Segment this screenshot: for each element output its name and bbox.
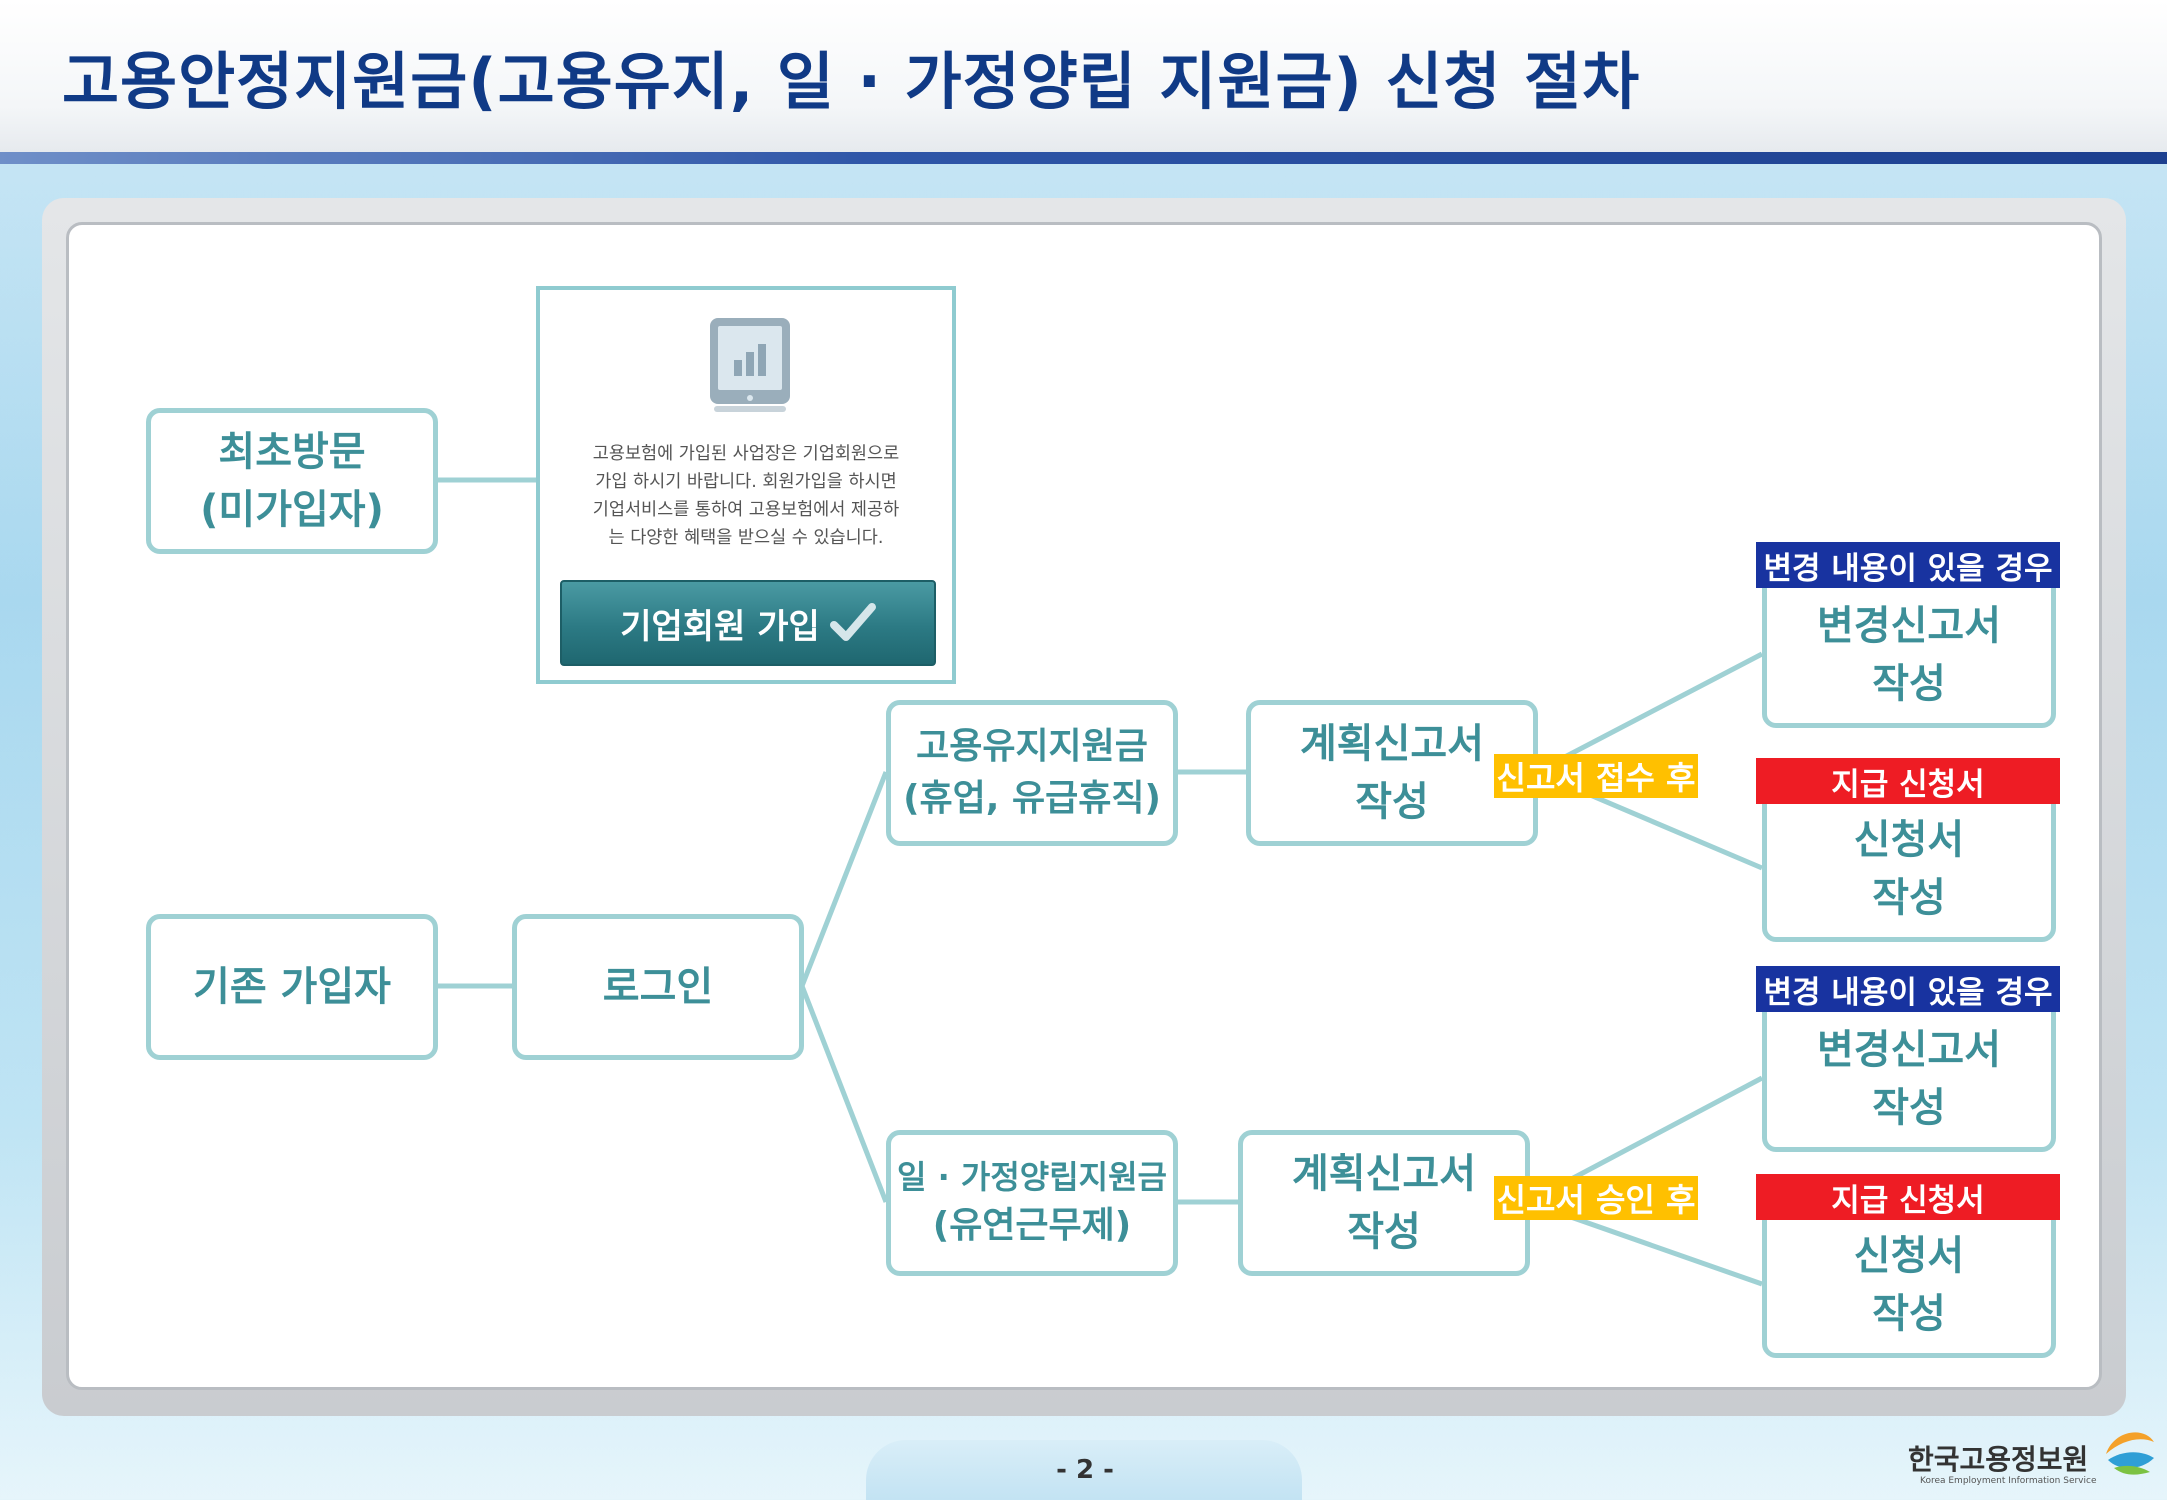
page-title: 고용안정지원금(고용유지, 일 · 가정양립 지원금) 신청 절차 bbox=[62, 45, 1641, 118]
plan-report-top-sublabel: 작성 bbox=[1355, 779, 1429, 825]
payment-application-top-label: 신청서 bbox=[1853, 817, 1965, 863]
first-visit-node: 최초방문 (미가입자) bbox=[146, 408, 438, 554]
logo-text: 한국고용정보원 bbox=[1908, 1443, 2089, 1476]
corporate-join-button[interactable]: 기업회원 가입 bbox=[560, 580, 936, 666]
tag-if-changes-bottom: 변경 내용이 있을 경우 bbox=[1756, 966, 2060, 1012]
first-visit-sublabel: (미가입자) bbox=[200, 487, 384, 533]
tag-if-changes-top: 변경 내용이 있을 경우 bbox=[1756, 542, 2060, 588]
join-description-line: 는 다양한 혜택을 받으실 수 있습니다. bbox=[608, 528, 884, 548]
change-report-top-sublabel: 작성 bbox=[1872, 661, 1946, 707]
tag-report-received: 신고서 접수 후 bbox=[1494, 754, 1698, 798]
existing-member-node: 기존 가입자 bbox=[146, 914, 438, 1060]
connector-login-workfamily bbox=[799, 985, 889, 1203]
plan-report-top-node: 계획신고서 작성 bbox=[1246, 700, 1538, 846]
header-bar bbox=[0, 152, 2167, 164]
join-description: 고용보험에 가입된 사업장은 기업회원으로 가입 하시기 바랍니다. 회원가입을… bbox=[560, 440, 932, 552]
login-node: 로그인 bbox=[512, 914, 804, 1060]
first-visit-label: 최초방문 bbox=[218, 429, 366, 475]
work-family-label: 일 · 가정양립지원금 bbox=[897, 1157, 1167, 1196]
corporate-join-panel: 고용보험에 가입된 사업장은 기업회원으로 가입 하시기 바랍니다. 회원가입을… bbox=[536, 286, 956, 684]
footer-tab bbox=[866, 1440, 1302, 1500]
logo-mark-icon bbox=[2106, 1432, 2154, 1475]
work-family-sublabel: (유연근무제) bbox=[932, 1205, 1132, 1247]
payment-application-top-sublabel: 작성 bbox=[1872, 875, 1946, 921]
tag-payment-application-bottom: 지급 신청서 bbox=[1756, 1174, 2060, 1220]
plan-report-bottom-node: 계획신고서 작성 bbox=[1238, 1130, 1530, 1276]
payment-application-bottom-label: 신청서 bbox=[1853, 1233, 1965, 1279]
employment-retention-label: 고용유지지원금 bbox=[916, 725, 1148, 767]
connector-plan-change-top bbox=[1534, 651, 1764, 775]
plan-report-top-label: 계획신고서 bbox=[1300, 721, 1484, 767]
check-icon bbox=[829, 603, 876, 641]
payment-application-bottom-sublabel: 작성 bbox=[1872, 1291, 1946, 1337]
header bbox=[0, 0, 2167, 152]
employment-retention-sublabel: (휴업, 유급휴직) bbox=[903, 778, 1161, 819]
plan-report-bottom-sublabel: 작성 bbox=[1347, 1209, 1421, 1255]
change-report-bottom-label: 변경신고서 bbox=[1817, 1027, 2001, 1073]
plan-report-bottom-label: 계획신고서 bbox=[1292, 1151, 1476, 1197]
change-report-bottom-sublabel: 작성 bbox=[1872, 1085, 1946, 1131]
work-family-node: 일 · 가정양립지원금 (유연근무제) bbox=[886, 1130, 1178, 1276]
change-report-top-label: 변경신고서 bbox=[1817, 603, 2001, 649]
tag-payment-application-top: 지급 신청서 bbox=[1756, 758, 2060, 804]
logo-subtext: Korea Employment Information Service bbox=[1920, 1476, 2097, 1486]
employment-retention-node: 고용유지지원금 (휴업, 유급휴직) bbox=[886, 700, 1178, 846]
join-description-line: 가입 하시기 바랍니다. 회원가입을 하시면 bbox=[595, 472, 897, 492]
page-number: - 2 - bbox=[1056, 1455, 1114, 1485]
existing-member-label: 기존 가입자 bbox=[193, 964, 391, 1010]
connector-login-retention bbox=[799, 771, 889, 987]
tag-report-approved: 신고서 승인 후 bbox=[1494, 1176, 1698, 1220]
join-description-line: 고용보험에 가입된 사업장은 기업회원으로 bbox=[592, 444, 900, 464]
tablet-chart-icon bbox=[710, 318, 790, 412]
corporate-join-button-label: 기업회원 가입 bbox=[620, 606, 820, 647]
join-description-line: 기업서비스를 통하여 고용보험에서 제공하 bbox=[592, 500, 900, 520]
organization-logo: 한국고용정보원 Korea Employment Information Ser… bbox=[1908, 1424, 2158, 1490]
login-label: 로그인 bbox=[602, 964, 714, 1010]
